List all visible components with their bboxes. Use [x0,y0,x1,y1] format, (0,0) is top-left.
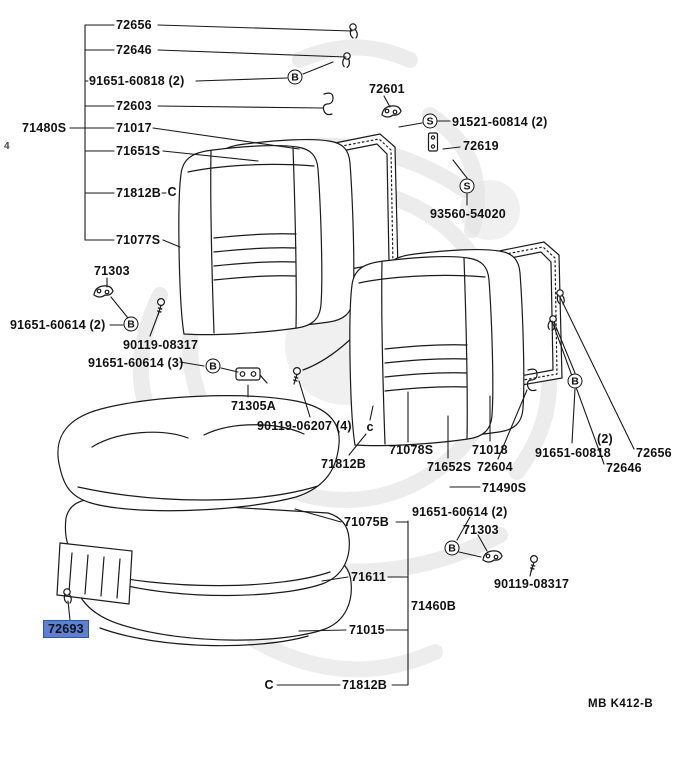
part-label-71490s[interactable]: 71490S [482,481,527,495]
part-label-91651-60614-2[interactable]: 91651-60614 (2) [10,318,106,332]
part-label-71305a[interactable]: 71305A [231,399,276,413]
part-label-71075b[interactable]: 71075B [344,515,389,529]
part-label-93560-54020[interactable]: 93560-54020 [430,207,506,221]
stray-glyph: 4 [4,141,10,152]
part-label-72603[interactable]: 72603 [116,99,152,113]
part-label-2[interactable]: (2) [597,432,613,446]
part-label-72646[interactable]: 72646 [116,43,152,57]
part-label-72619[interactable]: 72619 [463,139,499,153]
fastener-marker-c: c [366,420,374,434]
part-label-72656[interactable]: 72656 [116,18,152,32]
part-label-90119-08317[interactable]: 90119-08317 [494,577,570,591]
part-label-71015[interactable]: 71015 [349,623,385,637]
fastener-marker-b: B [567,373,583,389]
fastener-marker-b: B [123,316,139,332]
part-label-71611[interactable]: 71611 [351,570,387,584]
part-label-71078s[interactable]: 71078S [389,443,434,457]
part-label-71812b[interactable]: 71812B [321,457,366,471]
part-label-71303[interactable]: 71303 [463,523,499,537]
part-label-91651-60818[interactable]: 91651-60818 [535,446,611,460]
part-label-71303[interactable]: 71303 [94,264,130,278]
part-label-71812b[interactable]: 71812B [116,186,161,200]
fastener-marker-s: S [422,113,438,129]
leader-lines [67,24,635,686]
part-label-71480s[interactable]: 71480S [22,121,67,135]
part-label-71460b[interactable]: 71460B [411,599,456,613]
part-label-71651s[interactable]: 71651S [116,144,161,158]
part-label-91651-60614-2[interactable]: 91651-60614 (2) [412,505,508,519]
part-label-91521-60814-2[interactable]: 91521-60814 (2) [452,115,548,129]
part-label-91651-60614-3[interactable]: 91651-60614 (3) [88,356,184,370]
part-label-72693[interactable]: 72693 [43,620,89,638]
part-label-71017[interactable]: 71017 [116,121,152,135]
part-label-72604[interactable]: 72604 [477,460,513,474]
fastener-marker-s: S [459,178,475,194]
part-label-71812b[interactable]: 71812B [342,678,387,692]
part-label-71652s[interactable]: 71652S [427,460,472,474]
fastener-marker-b: B [287,69,303,85]
part-label-91651-60818-2[interactable]: 91651-60818 (2) [89,74,185,88]
fastener-marker-b: B [205,358,221,374]
part-label-72646[interactable]: 72646 [606,461,642,475]
fastener-marker-b: B [444,540,460,556]
part-label-71077s[interactable]: 71077S [116,233,161,247]
part-label-72656[interactable]: 72656 [636,446,672,460]
part-label-90119-06207-4[interactable]: 90119-06207 (4) [257,419,352,433]
part-label-71018[interactable]: 71018 [472,443,508,457]
part-label-72601[interactable]: 72601 [369,82,405,96]
fastener-marker-c: C [264,678,274,692]
fastener-marker-c: C [167,185,177,199]
part-label-90119-08317[interactable]: 90119-08317 [123,338,199,352]
figure-code: MB K412-B [588,698,654,710]
